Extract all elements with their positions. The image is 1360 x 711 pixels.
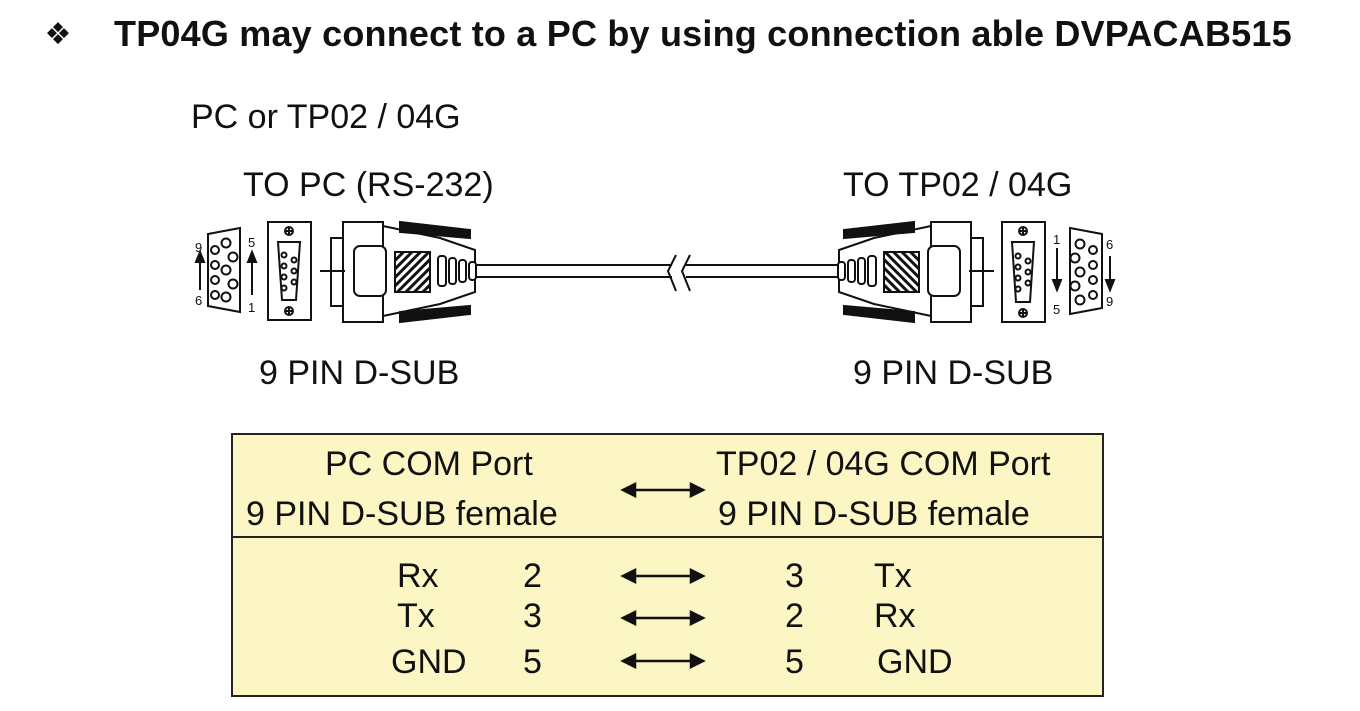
left-connector-label: TO PC (RS-232) xyxy=(243,166,494,204)
left-plug-face-icon xyxy=(267,221,312,321)
cable-icon xyxy=(476,254,838,292)
pin-mapping-table: PC COM Port 9 PIN D-SUB female TP02 / 04… xyxy=(231,433,1104,697)
right-pin-face-icon xyxy=(1051,226,1116,316)
arrows-layer xyxy=(620,481,706,670)
left-pin-label-bottom-right: 1 xyxy=(248,300,255,315)
header-right-line2: 9 PIN D-SUB female xyxy=(718,495,1030,533)
row1-right-signal: Tx xyxy=(874,557,912,595)
row1-left-pin: 2 xyxy=(523,557,542,595)
right-pin-label-top-right: 6 xyxy=(1106,237,1113,252)
row2-left-pin: 3 xyxy=(523,597,542,635)
row-double-arrow-icon xyxy=(620,609,706,627)
row3-left-signal: GND xyxy=(391,643,467,681)
row2-left-signal: Tx xyxy=(397,597,435,635)
header-left-line1: PC COM Port xyxy=(325,445,533,483)
left-pin-label-top-right: 5 xyxy=(248,235,255,250)
top-label: PC or TP02 / 04G xyxy=(191,98,461,136)
right-plug-face-icon xyxy=(1001,221,1046,323)
row1-right-pin: 3 xyxy=(785,557,804,595)
page-title: TP04G may connect to a PC by using conne… xyxy=(114,13,1292,54)
right-pin-label-bottom-left: 5 xyxy=(1053,302,1060,317)
row-double-arrow-icon xyxy=(620,567,706,585)
row-double-arrow-icon xyxy=(620,652,706,670)
header-left-line2: 9 PIN D-SUB female xyxy=(246,495,558,533)
header-right-line1: TP02 / 04G COM Port xyxy=(716,445,1051,483)
right-pin-label-bottom-right: 9 xyxy=(1106,294,1113,309)
row3-right-signal: GND xyxy=(877,643,953,681)
left-pin-face-icon xyxy=(194,226,258,314)
right-connector-label: TO TP02 / 04G xyxy=(843,166,1073,204)
row3-left-pin: 5 xyxy=(523,643,542,681)
left-pin-label-top-left: 9 xyxy=(195,240,202,255)
bullet-icon: ❖ xyxy=(44,16,72,52)
right-pin-label-top-left: 1 xyxy=(1053,232,1060,247)
row2-right-signal: Rx xyxy=(874,597,916,635)
table-divider xyxy=(233,536,1102,538)
header-double-arrow-icon xyxy=(620,481,706,499)
page-heading: ❖ TP04G may connect to a PC by using con… xyxy=(36,10,1292,58)
left-connector-type: 9 PIN D-SUB xyxy=(259,354,460,392)
row2-right-pin: 2 xyxy=(785,597,804,635)
row1-left-signal: Rx xyxy=(397,557,439,595)
right-plug-body-icon xyxy=(837,220,994,324)
left-plug-body-icon xyxy=(320,220,477,324)
right-connector-type: 9 PIN D-SUB xyxy=(853,354,1054,392)
row3-right-pin: 5 xyxy=(785,643,804,681)
left-pin-label-bottom-left: 6 xyxy=(195,293,202,308)
